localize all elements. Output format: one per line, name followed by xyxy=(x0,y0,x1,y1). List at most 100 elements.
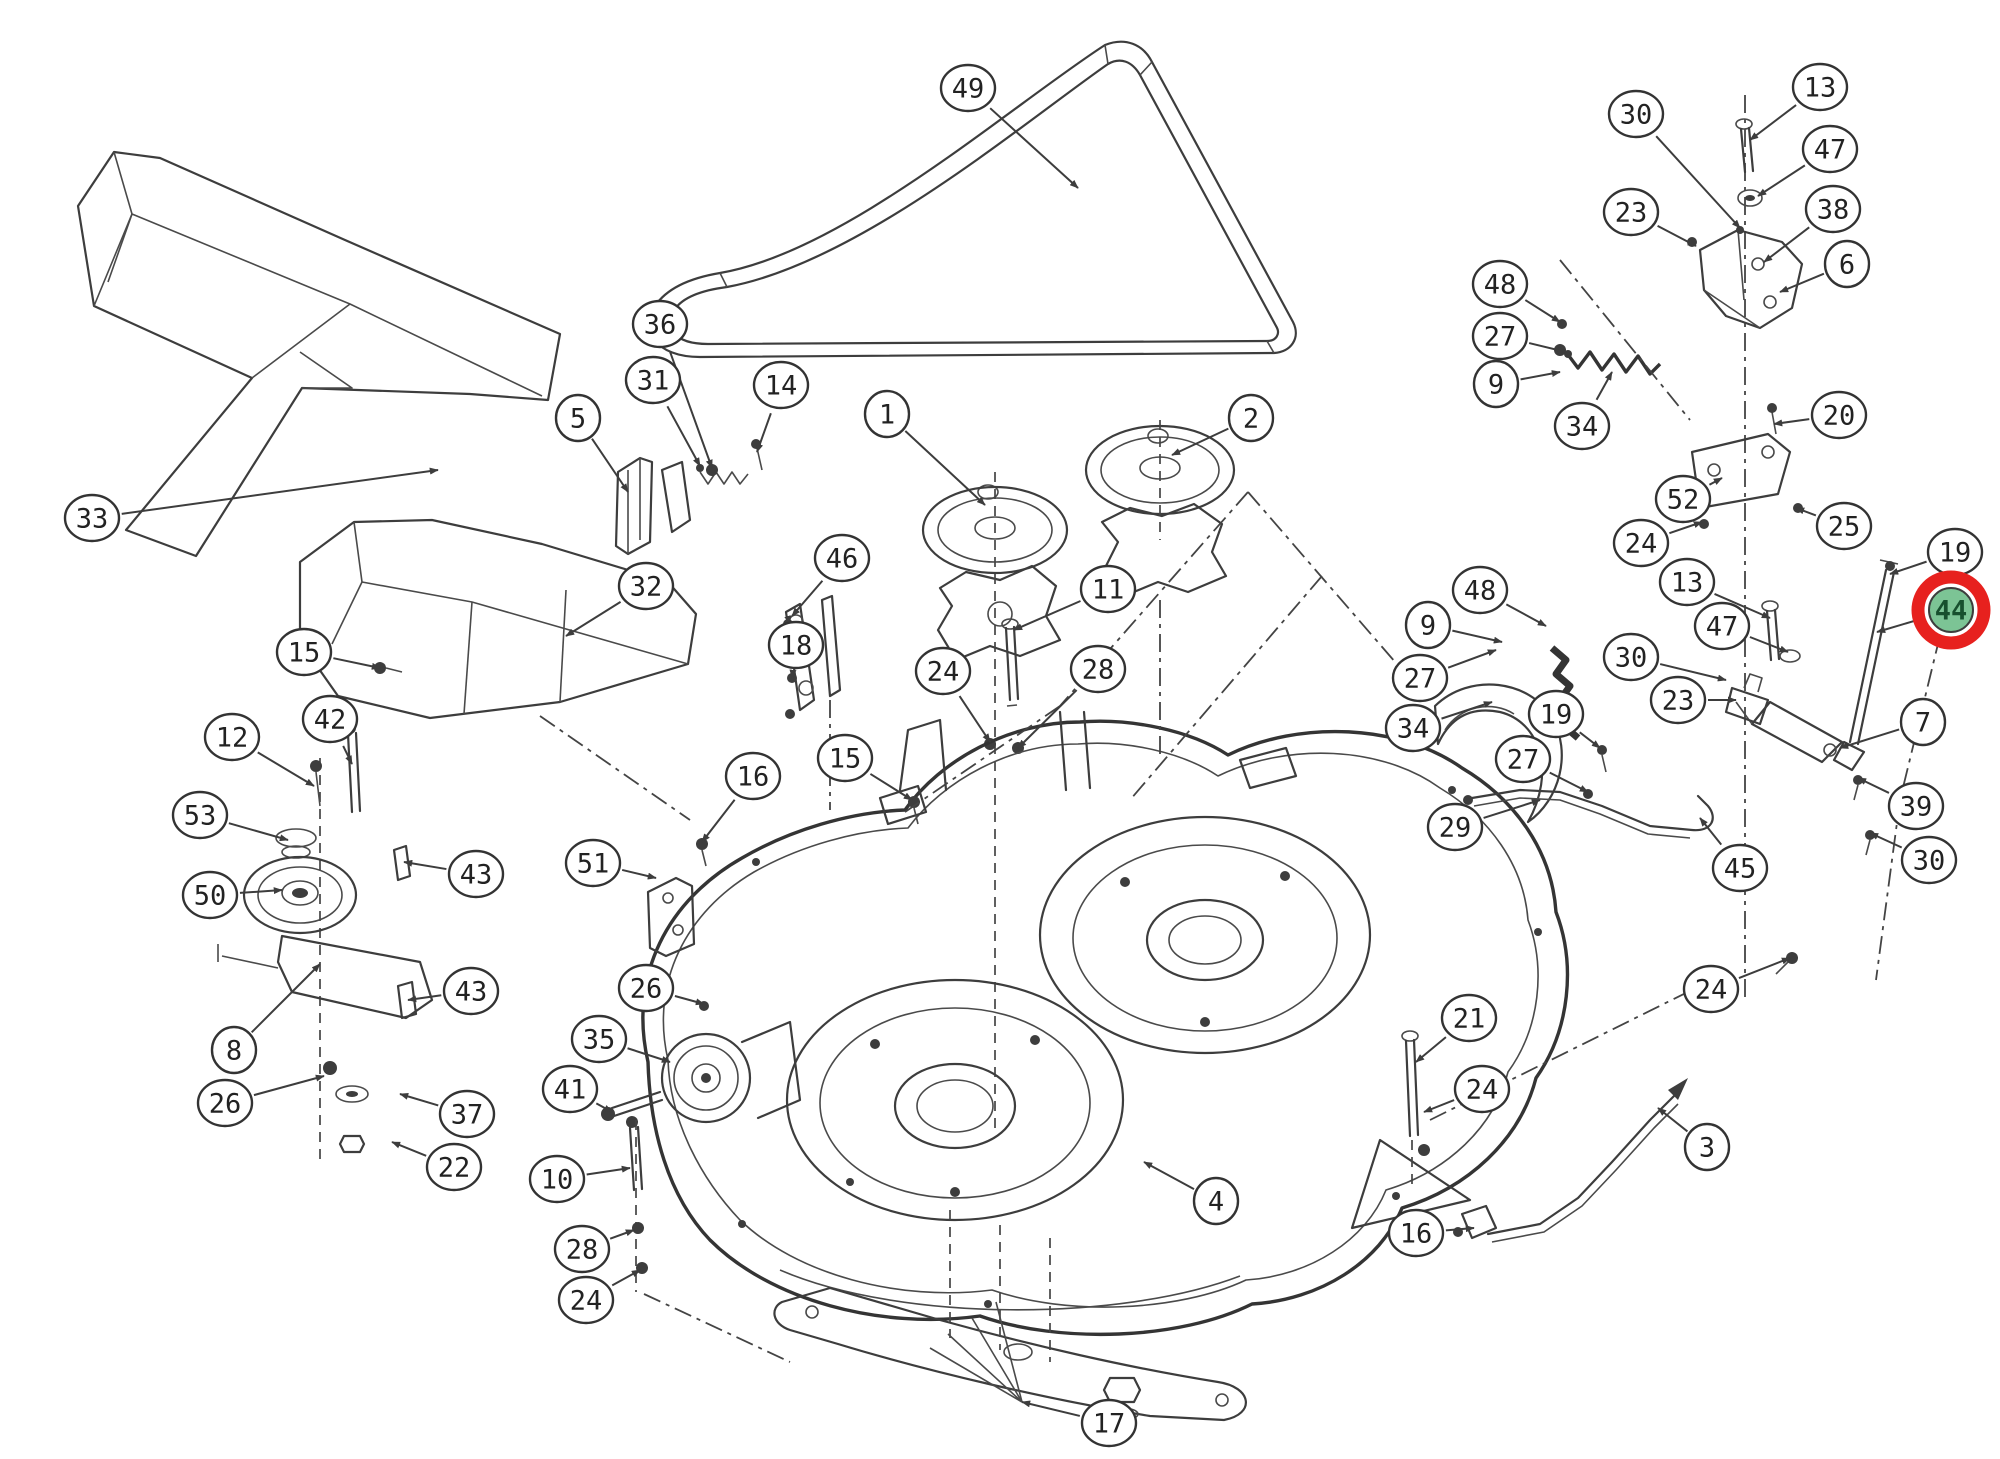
callout-14[interactable]: 14 xyxy=(752,360,810,453)
callout-30[interactable]: 30 xyxy=(1602,632,1727,682)
callout-16[interactable]: 16 xyxy=(1387,1208,1475,1258)
callout-9[interactable]: 9 xyxy=(1472,359,1561,409)
callout-circle xyxy=(63,493,121,543)
callout-circle xyxy=(1804,184,1862,234)
callout-19[interactable]: 19 xyxy=(1527,689,1601,749)
callout-37[interactable]: 37 xyxy=(399,1089,496,1139)
callout-15[interactable]: 15 xyxy=(816,733,913,801)
callout-number: 27 xyxy=(1507,745,1540,776)
callout-23[interactable]: 23 xyxy=(1649,675,1737,725)
leader-line xyxy=(250,963,321,1034)
deck-shell-drawing xyxy=(641,683,1570,1337)
callout-43[interactable]: 43 xyxy=(407,966,500,1016)
callout-1[interactable]: 1 xyxy=(863,389,986,506)
callout-34[interactable]: 34 xyxy=(1553,371,1613,451)
leader-line xyxy=(666,405,701,467)
callout-44-highlighted[interactable]: 44 xyxy=(1876,570,1991,650)
callout-48[interactable]: 48 xyxy=(1471,259,1561,323)
blade-drawing xyxy=(773,1210,1247,1422)
callout-39[interactable]: 39 xyxy=(1857,777,1945,831)
callout-51[interactable]: 51 xyxy=(564,838,657,888)
callout-6[interactable]: 6 xyxy=(1779,239,1871,293)
callout-20[interactable]: 20 xyxy=(1773,390,1868,440)
callout-8[interactable]: 8 xyxy=(210,963,321,1075)
callout-number: 24 xyxy=(927,657,960,688)
callout-24[interactable]: 24 xyxy=(1682,957,1791,1014)
leader-line xyxy=(239,887,283,895)
callout-27[interactable]: 27 xyxy=(1391,649,1497,703)
callout-12[interactable]: 12 xyxy=(203,712,315,787)
callout-11[interactable]: 11 xyxy=(1013,564,1137,631)
leader-line xyxy=(1757,164,1806,197)
callout-29[interactable]: 29 xyxy=(1426,799,1541,852)
callout-49[interactable]: 49 xyxy=(939,63,1079,189)
callout-34[interactable]: 34 xyxy=(1384,701,1493,753)
callout-number: 6 xyxy=(1839,250,1855,281)
callout-48[interactable]: 48 xyxy=(1451,565,1547,627)
callout-30[interactable]: 30 xyxy=(1869,832,1958,885)
callout-15[interactable]: 15 xyxy=(275,627,381,677)
callout-31[interactable]: 31 xyxy=(624,355,701,467)
callout-46[interactable]: 46 xyxy=(791,533,871,617)
callout-circle xyxy=(1451,565,1509,615)
callout-24[interactable]: 24 xyxy=(557,1269,641,1325)
callout-52[interactable]: 52 xyxy=(1654,474,1723,524)
callout-43[interactable]: 43 xyxy=(403,849,505,899)
callout-53[interactable]: 53 xyxy=(171,790,289,842)
callout-number: 9 xyxy=(1488,370,1504,401)
callout-27[interactable]: 27 xyxy=(1471,311,1567,361)
callout-2[interactable]: 2 xyxy=(1171,393,1275,456)
callout-10[interactable]: 10 xyxy=(528,1154,631,1204)
callout-35[interactable]: 35 xyxy=(570,1014,671,1064)
callout-38[interactable]: 38 xyxy=(1763,184,1862,263)
callout-33[interactable]: 33 xyxy=(63,467,439,543)
callout-42[interactable]: 42 xyxy=(301,694,359,765)
callout-22[interactable]: 22 xyxy=(391,1141,483,1192)
callout-25[interactable]: 25 xyxy=(1795,501,1873,551)
leader-line xyxy=(1143,1161,1195,1190)
callout-28[interactable]: 28 xyxy=(553,1224,635,1274)
callout-number: 13 xyxy=(1804,73,1837,104)
callout-3[interactable]: 3 xyxy=(1657,1107,1731,1172)
callout-17[interactable]: 17 xyxy=(1021,1398,1138,1448)
callout-47[interactable]: 47 xyxy=(1757,124,1859,197)
callout-4[interactable]: 4 xyxy=(1143,1161,1240,1226)
callout-circle xyxy=(1426,802,1484,852)
leader-line xyxy=(1749,636,1789,653)
callout-circle xyxy=(1791,62,1849,112)
callout-13[interactable]: 13 xyxy=(1658,557,1771,619)
callout-45[interactable]: 45 xyxy=(1699,817,1769,893)
callout-circle xyxy=(1683,1122,1731,1172)
leader-line xyxy=(1708,477,1723,486)
callout-16[interactable]: 16 xyxy=(701,751,782,843)
callout-23[interactable]: 23 xyxy=(1602,187,1697,247)
callout-number: 32 xyxy=(630,572,663,603)
leader-line xyxy=(958,695,991,743)
callout-21[interactable]: 21 xyxy=(1415,993,1498,1063)
callout-26[interactable]: 26 xyxy=(617,963,705,1013)
leader-line xyxy=(403,859,447,871)
callout-number: 18 xyxy=(780,631,813,662)
callout-7[interactable]: 7 xyxy=(1839,697,1947,749)
callout-32[interactable]: 32 xyxy=(565,561,675,637)
callout-number: 23 xyxy=(1662,686,1695,717)
callout-27[interactable]: 27 xyxy=(1494,734,1589,793)
callout-24[interactable]: 24 xyxy=(1612,518,1703,568)
callout-50[interactable]: 50 xyxy=(181,870,283,920)
callout-9[interactable]: 9 xyxy=(1404,600,1503,650)
callout-24[interactable]: 24 xyxy=(1423,1064,1511,1114)
callout-5[interactable]: 5 xyxy=(554,393,629,493)
callout-24[interactable]: 24 xyxy=(914,646,991,743)
callout-47[interactable]: 47 xyxy=(1693,601,1789,653)
callout-number: 33 xyxy=(76,504,109,535)
leader-line xyxy=(1657,225,1697,247)
callout-26[interactable]: 26 xyxy=(196,1074,325,1128)
callout-13[interactable]: 13 xyxy=(1749,62,1849,141)
callout-30[interactable]: 30 xyxy=(1607,89,1741,229)
callout-18[interactable]: 18 xyxy=(767,615,825,679)
callout-41[interactable]: 41 xyxy=(541,1064,613,1114)
callout-19[interactable]: 19 xyxy=(1889,527,1984,577)
leader-line xyxy=(904,430,986,506)
bottom-fasteners-drawing xyxy=(626,1116,791,1363)
callout-28[interactable]: 28 xyxy=(1017,644,1127,749)
